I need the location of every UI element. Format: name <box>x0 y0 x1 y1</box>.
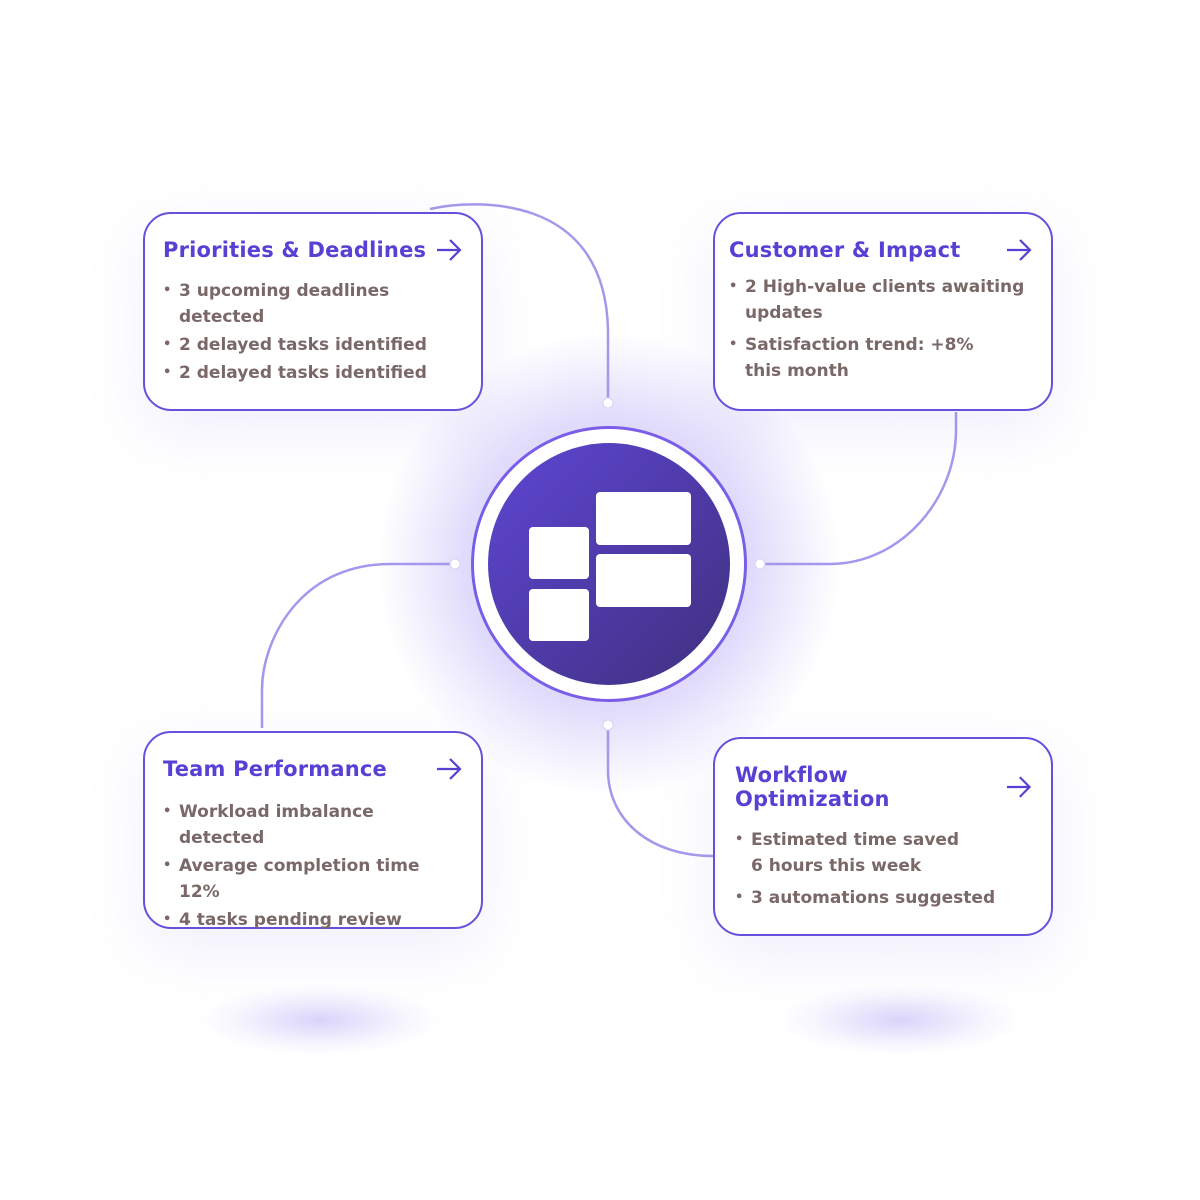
card-title: Workflow Optimization <box>735 763 890 811</box>
list-item: Estimated time saved 6 hours this week <box>735 827 971 879</box>
arrow-right-icon[interactable] <box>1005 775 1033 799</box>
list-item: 3 automations suggested <box>735 885 1033 911</box>
node-dot-right <box>754 558 766 570</box>
card-title: Team Performance <box>163 757 387 781</box>
list-item: 2 delayed tasks identified <box>163 360 463 386</box>
node-dot-top <box>602 397 614 409</box>
dashboard-icon <box>488 443 730 685</box>
list-item: 4 tasks pending review <box>163 907 463 933</box>
connector-left <box>260 562 455 728</box>
arrow-right-icon[interactable] <box>435 238 463 262</box>
list-item: 3 upcoming deadlines detected <box>163 278 463 330</box>
card-title: Priorities & Deadlines <box>163 238 427 262</box>
list-item: Workload imbalance detected <box>163 799 463 851</box>
connector-bottom <box>606 725 714 858</box>
connector-right <box>760 412 958 566</box>
card-team-performance[interactable]: Team Performance Workload imbalance dete… <box>143 731 483 933</box>
list-item: Average completion time 12% <box>163 853 463 905</box>
card-priorities-deadlines[interactable]: Priorities & Deadlines 3 upcoming deadli… <box>143 212 483 411</box>
connector-top <box>429 203 610 403</box>
node-dot-bottom <box>602 719 614 731</box>
arrow-right-icon[interactable] <box>435 757 463 781</box>
list-item: 2 High-value clients awaiting updates <box>729 274 1033 326</box>
arrow-right-icon[interactable] <box>1005 238 1033 262</box>
central-hub[interactable] <box>471 426 747 702</box>
list-item: 2 delayed tasks identified <box>163 332 463 358</box>
list-item: Satisfaction trend: +8% this month <box>729 332 985 384</box>
card-workflow-optimization[interactable]: Workflow Optimization Estimated time sav… <box>713 737 1053 936</box>
card-customer-impact[interactable]: Customer & Impact 2 High-value clients a… <box>713 212 1053 411</box>
card-title: Customer & Impact <box>729 238 961 262</box>
node-dot-left <box>449 558 461 570</box>
